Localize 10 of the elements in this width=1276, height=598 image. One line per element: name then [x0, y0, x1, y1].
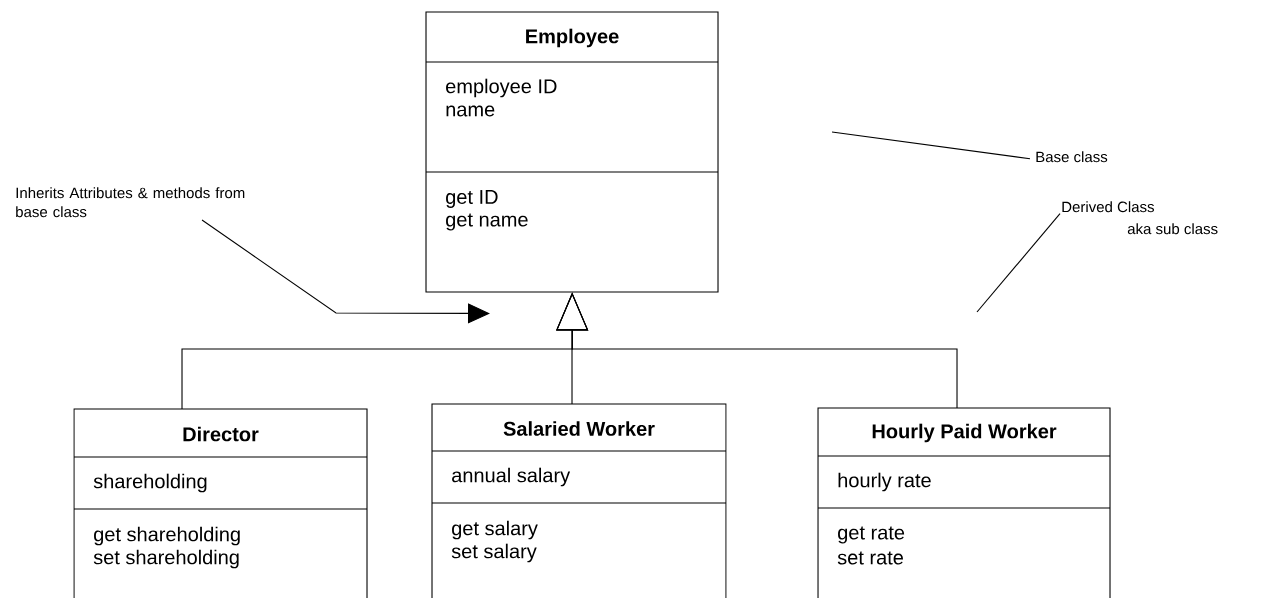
leader-line [831, 131, 1031, 160]
leader-arrow [201, 219, 490, 324]
annotation-text: Base class [1036, 151, 1108, 163]
class-box: Director shareholding get shareholding set shareholding [73, 408, 368, 598]
class-box: Salaried Worker annual salary get salary set salary [431, 403, 727, 598]
class-box: Employee employee ID name get ID get name [425, 11, 719, 293]
annotation-text: Inherits Attributes & methods from base class [16, 187, 245, 218]
annotation-text: Derived Class aka sub class [1062, 201, 1218, 235]
class-box: Hourly Paid Worker hourly rate get rate set rate [817, 407, 1111, 598]
leader-line [976, 213, 1061, 313]
